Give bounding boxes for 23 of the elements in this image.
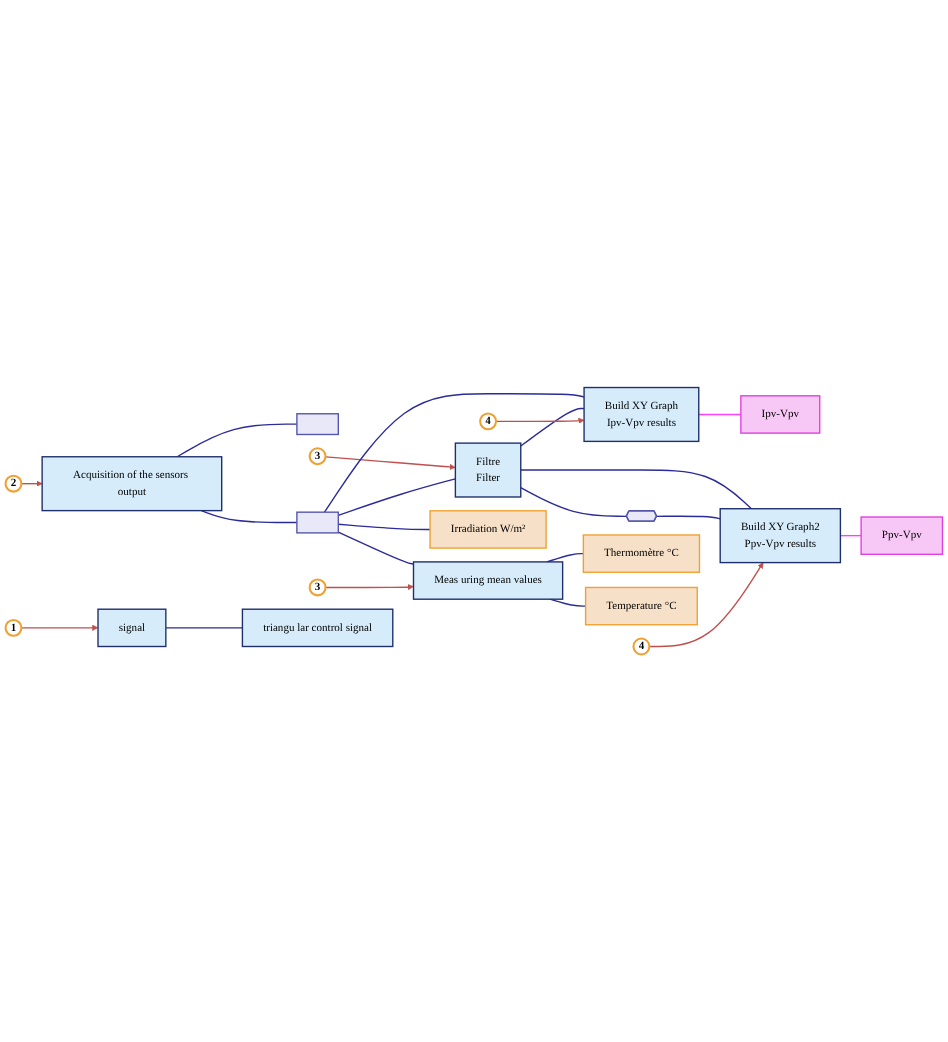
connector (520, 486, 628, 517)
connector (520, 469, 753, 510)
node-box (296, 412, 339, 435)
connector (839, 534, 862, 537)
connector (176, 423, 298, 458)
connector (549, 598, 587, 607)
connector (337, 523, 431, 530)
arrow (324, 583, 414, 590)
arrow (495, 417, 585, 424)
connector (520, 407, 585, 447)
connector (165, 627, 244, 629)
connector (337, 478, 457, 516)
connector (546, 552, 585, 563)
connector (323, 392, 585, 513)
connector (200, 509, 298, 524)
arrow (648, 562, 764, 648)
arrow (324, 456, 456, 470)
arrow (20, 480, 43, 487)
connector (698, 413, 742, 415)
connector (656, 515, 721, 520)
connector (337, 531, 415, 565)
arrow (20, 624, 99, 631)
node-box (296, 511, 339, 534)
